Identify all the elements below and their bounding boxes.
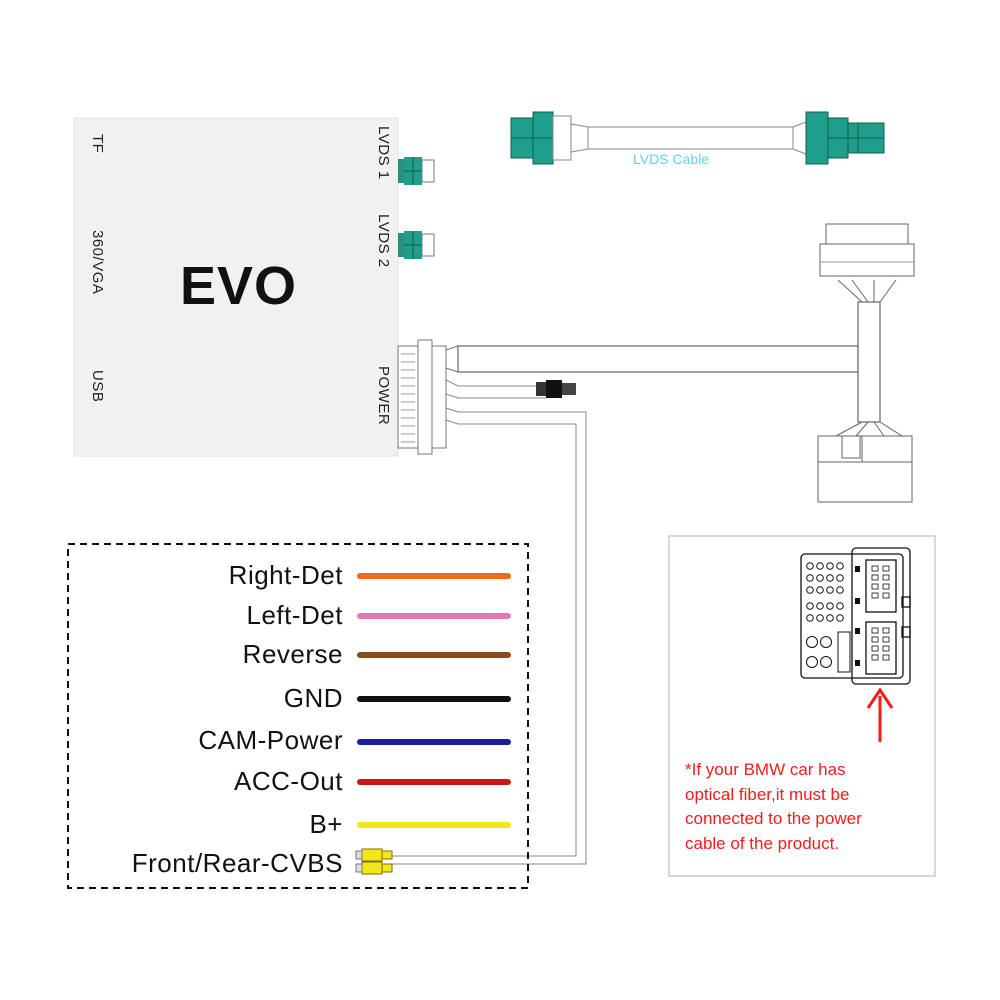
wire-label-front-rear-cvbs: Front/Rear-CVBS [131, 848, 343, 878]
rca-connectors [355, 848, 393, 875]
bmw-connector-drawing [800, 547, 911, 685]
wire-label-cam-power: CAM-Power [198, 725, 343, 755]
wire-swatches [357, 573, 511, 828]
wire-label-b-plus: B+ [309, 809, 343, 839]
red-up-arrow [866, 687, 894, 742]
wire-label-left-det: Left-Det [246, 600, 343, 630]
note-line: cable of the product. [685, 833, 840, 853]
module-name: EVO [180, 256, 298, 316]
barrel-plug [536, 380, 576, 398]
lvds2-port-connector [398, 231, 435, 259]
wire-label-gnd: GND [283, 683, 343, 713]
lvds-cable [510, 111, 885, 165]
note-line: *If your BMW car has [685, 760, 846, 779]
wire-legend: Right-Det Left-Det Reverse GND CAM-Power… [0, 0, 343, 1000]
port-label-lvds1: LVDS 1 [375, 126, 392, 180]
port-label-power: POWER [375, 366, 392, 426]
power-port-connector [397, 339, 459, 455]
wire-label-acc-out: ACC-Out [234, 766, 343, 796]
evo-module-box [73, 117, 399, 457]
note-line: connected to the power [685, 809, 862, 828]
port-label-lvds2: LVDS 2 [375, 214, 392, 268]
wire-label-reverse: Reverse [242, 639, 343, 669]
lvds1-port-connector [398, 157, 435, 185]
wire-legend-frame [67, 543, 529, 889]
wire-label-right-det: Right-Det [228, 560, 343, 590]
power-harness-cable [457, 223, 915, 503]
note-line: optical fiber,it must be [685, 784, 850, 804]
bmw-optical-fiber-note: *If your BMW car has optical fiber,it mu… [685, 758, 935, 856]
power-side-wires [392, 379, 587, 865]
lvds-cable-label: LVDS Cable [633, 151, 710, 167]
